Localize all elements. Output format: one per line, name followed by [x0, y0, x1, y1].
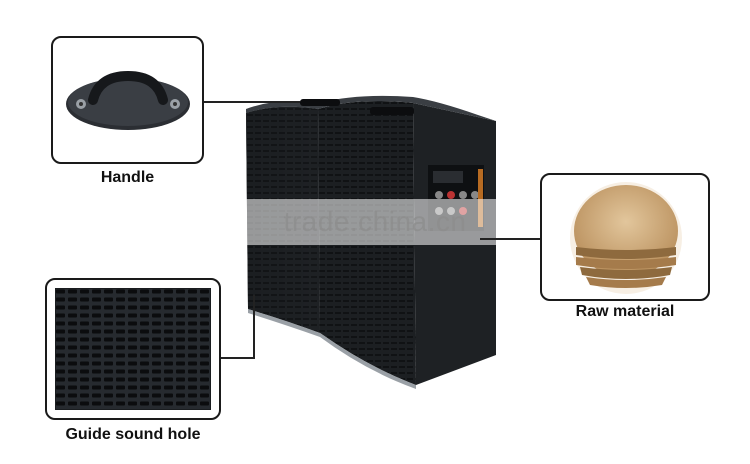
raw-material-connector — [480, 238, 541, 240]
watermark-text: trade.china.cn — [283, 206, 467, 237]
sound-hole-connector-horizontal — [221, 357, 255, 359]
handle-icon — [63, 66, 193, 138]
raw-material-label: Raw material — [575, 303, 675, 320]
sound-hole-connector-vertical — [253, 295, 255, 359]
speaker-image — [238, 95, 500, 395]
guide-sound-hole-callout — [45, 278, 221, 420]
handle-connector — [203, 101, 300, 103]
handle-callout — [51, 36, 204, 164]
guide-sound-hole-label: Guide sound hole — [65, 426, 201, 443]
wood-board-icon — [566, 181, 686, 295]
handle-label: Handle — [100, 169, 155, 186]
grille-icon — [55, 288, 211, 410]
raw-material-callout — [540, 173, 710, 301]
